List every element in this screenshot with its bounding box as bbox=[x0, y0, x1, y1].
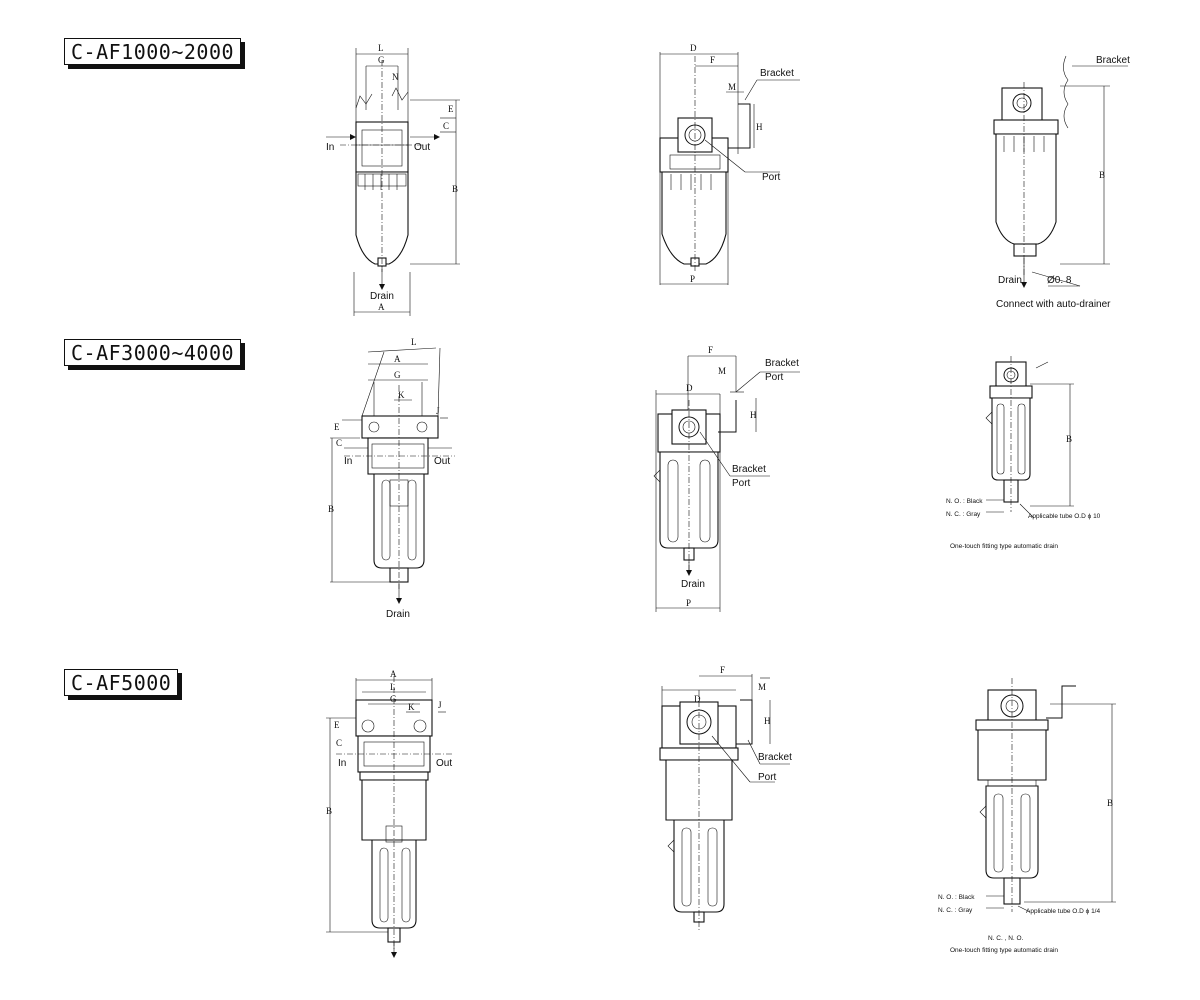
dim-label-l: L bbox=[378, 43, 384, 53]
one-touch-drain-label-5: One-touch fitting type automatic drain bbox=[950, 947, 1058, 954]
dim-label-c-5: C bbox=[336, 738, 342, 748]
no-black-label: N. O. : Black bbox=[946, 498, 983, 505]
af5000-auto-drain-view bbox=[975, 678, 1116, 913]
dim-label-d-2: D bbox=[686, 383, 693, 393]
af1000-auto-drainer-view bbox=[993, 55, 1128, 288]
in-label: In bbox=[326, 142, 334, 153]
dim-label-d-5: D bbox=[694, 694, 701, 704]
diameter-label: Ø0. 8 bbox=[1047, 275, 1072, 286]
port-label: Port bbox=[762, 172, 781, 183]
dim-label-e: E bbox=[448, 104, 454, 114]
dim-label-f-5: F bbox=[720, 665, 725, 675]
drain-label-2b: Drain bbox=[681, 579, 705, 590]
dim-label-p-2: P bbox=[686, 598, 691, 608]
tube-od-10-label: Applicable tube O.D ϕ 10 bbox=[1028, 513, 1101, 520]
out-label-2: Out bbox=[434, 456, 450, 467]
series-label-af1000-2000: C-AF1000~2000 bbox=[64, 38, 242, 65]
dim-label-g: G bbox=[378, 55, 385, 65]
dim-label-b: B bbox=[452, 184, 458, 194]
af3000-front-view bbox=[330, 347, 455, 604]
dim-label-a: A bbox=[378, 302, 385, 312]
port-label-2b: Port bbox=[732, 478, 751, 489]
dim-label-k-5: K bbox=[408, 702, 415, 712]
bracket-label-2: Bracket bbox=[765, 358, 799, 369]
dim-label-f-2: F bbox=[708, 345, 713, 355]
drain-label: Drain bbox=[370, 291, 394, 302]
dim-label-l-2: L bbox=[411, 337, 417, 347]
dim-label-m: M bbox=[728, 82, 736, 92]
in-label-5: In bbox=[338, 758, 346, 769]
dim-label-h-5: H bbox=[764, 716, 771, 726]
dim-label-m-5: M bbox=[758, 682, 766, 692]
dim-label-g-2: G bbox=[394, 370, 401, 380]
dim-label-k-2: K bbox=[398, 390, 405, 400]
port-label-2a: Port bbox=[765, 372, 784, 383]
out-label: Out bbox=[414, 142, 430, 153]
dim-label-h: H bbox=[756, 122, 763, 132]
series-label-af3000-4000: C-AF3000~4000 bbox=[64, 339, 242, 366]
dim-label-b-right: B bbox=[1099, 170, 1105, 180]
dim-label-e-2: E bbox=[334, 422, 340, 432]
dim-label-j-2: J bbox=[436, 406, 440, 416]
tube-od-14-label: Applicable tube O.D ϕ 1/4 bbox=[1026, 908, 1100, 915]
port-label-5: Port bbox=[758, 772, 777, 783]
dim-label-f: F bbox=[710, 55, 715, 65]
bracket-label-2b: Bracket bbox=[732, 464, 766, 475]
af3000-auto-drain-view bbox=[985, 356, 1074, 519]
af1000-front-view bbox=[326, 48, 460, 316]
dim-label-b-2: B bbox=[328, 504, 334, 514]
drain-label-right: Drain bbox=[998, 275, 1022, 286]
series-label-af5000: C-AF5000 bbox=[64, 669, 179, 696]
nc-gray-label: N. C. : Gray bbox=[946, 511, 981, 518]
dim-label-m-2: M bbox=[718, 366, 726, 376]
no-black-label-5: N. O. : Black bbox=[938, 894, 975, 901]
bracket-label: Bracket bbox=[760, 68, 794, 79]
one-touch-drain-label: One-touch fitting type automatic drain bbox=[950, 543, 1058, 550]
nc-gray-label-5: N. C. : Gray bbox=[938, 907, 973, 914]
dim-label-c: C bbox=[443, 121, 449, 131]
dim-label-b-5: B bbox=[326, 806, 332, 816]
dim-label-d: D bbox=[690, 43, 697, 53]
af3000-side-view bbox=[653, 355, 800, 612]
dim-label-j-5: J bbox=[438, 700, 442, 710]
in-label-2: In bbox=[344, 456, 352, 467]
nc-no-label: N. C. , N. O. bbox=[988, 935, 1024, 942]
dim-label-b-6: B bbox=[1107, 798, 1113, 808]
dim-label-c-2: C bbox=[336, 438, 342, 448]
dim-label-l-5: L bbox=[390, 682, 396, 692]
connect-auto-drainer-label: Connect with auto-drainer bbox=[996, 299, 1111, 310]
drain-label-2: Drain bbox=[386, 609, 410, 620]
dim-label-p: P bbox=[690, 274, 695, 284]
dim-label-h-2: H bbox=[750, 410, 757, 420]
dim-label-g-5: G bbox=[390, 694, 397, 704]
af5000-front-view bbox=[326, 676, 452, 958]
bracket-label-right: Bracket bbox=[1096, 55, 1130, 66]
dim-label-a-2: A bbox=[394, 354, 401, 364]
dim-label-e-5: E bbox=[334, 720, 340, 730]
dim-label-n: N bbox=[392, 72, 399, 82]
dim-label-a-5: A bbox=[390, 669, 397, 679]
out-label-5: Out bbox=[436, 758, 452, 769]
af1000-side-view bbox=[659, 52, 800, 285]
bracket-label-5: Bracket bbox=[758, 752, 792, 763]
dim-label-b-3: B bbox=[1066, 434, 1072, 444]
af5000-side-view bbox=[659, 674, 790, 930]
